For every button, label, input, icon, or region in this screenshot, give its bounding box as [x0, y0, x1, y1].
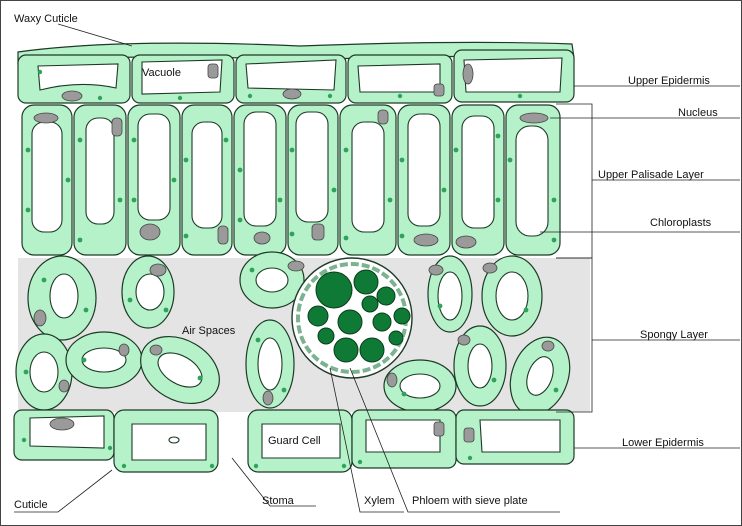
- upper-epidermis-cells: [17, 49, 575, 104]
- label-nucleus: Nucleus: [678, 107, 718, 119]
- label-vacuole: Vacuole: [142, 67, 181, 79]
- label-phloem-with-sieve-plate: Phloem with sieve plate: [412, 495, 528, 507]
- spongy-cells: [15, 251, 571, 416]
- label-lower-epidermis: Lower Epidermis: [622, 437, 704, 449]
- label-guard-cell: Guard Cell: [268, 435, 321, 447]
- leader-lines: [14, 23, 740, 513]
- chloroplast-dots: [21, 69, 559, 469]
- label-air-spaces: Air Spaces: [182, 325, 236, 337]
- label-upper-epidermis: Upper Epidermis: [628, 75, 710, 87]
- label-waxy-cuticle: Waxy Cuticle: [14, 13, 78, 25]
- label-chloroplasts: Chloroplasts: [650, 217, 712, 229]
- label-xylem: Xylem: [364, 495, 395, 507]
- vascular-bundle: [291, 257, 413, 379]
- lower-epidermis-cells: [13, 409, 575, 473]
- label-spongy-layer: Spongy Layer: [640, 329, 708, 341]
- palisade-cells: [21, 104, 561, 256]
- label-cuticle: Cuticle: [14, 499, 48, 511]
- label-upper-palisade-layer: Upper Palisade Layer: [598, 169, 704, 181]
- label-stoma: Stoma: [262, 495, 295, 507]
